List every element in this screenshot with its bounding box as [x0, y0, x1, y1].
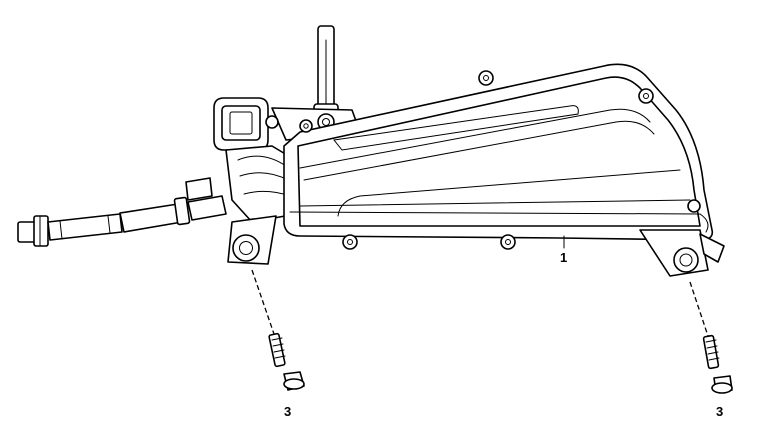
breather-tube [313, 25, 339, 119]
bolt-left [251, 269, 305, 391]
bolt-right [689, 281, 733, 394]
air-filter-housing [227, 63, 725, 277]
intake-elbow [213, 97, 361, 223]
lid-screws [299, 70, 654, 250]
callout-part-3-left: 3 [284, 404, 291, 419]
intake-hose [17, 177, 227, 247]
callout-part-3-right: 3 [716, 404, 723, 419]
callout-part-1: 1 [560, 250, 567, 265]
